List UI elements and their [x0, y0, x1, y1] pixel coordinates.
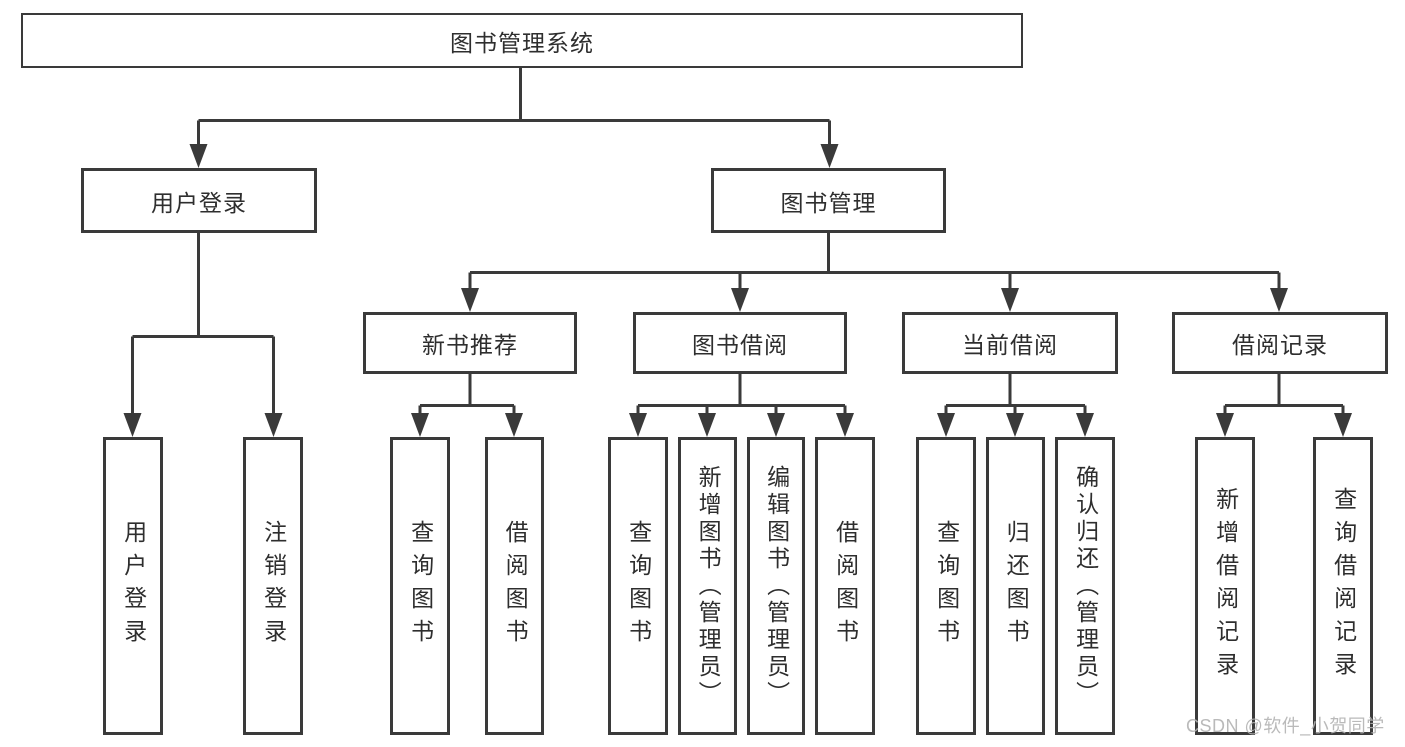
arrowhead-down-icon — [1216, 413, 1234, 437]
arrowhead-down-icon — [1076, 413, 1094, 437]
arrowhead-down-icon — [937, 413, 955, 437]
connector-borrow-records-to-leaves — [1223, 374, 1345, 413]
arrowhead-down-icon — [767, 413, 785, 437]
leaf-logout-label: 注销登录 — [260, 520, 287, 652]
arrowhead-down-icon — [820, 144, 839, 168]
node-root-label: 图书管理系统 — [450, 29, 594, 56]
leaf-return-books-label: 归还图书 — [1003, 520, 1030, 652]
node-user-login-label: 用户登录 — [151, 189, 247, 216]
leaf-edit-books-admin: 编辑图书（管理员） — [747, 437, 805, 735]
arrowhead-down-icon — [264, 413, 283, 437]
leaf-borrow-books-2: 借阅图书 — [815, 437, 875, 735]
arrowhead-down-icon — [123, 413, 142, 437]
connector-current-borrow-to-leaves — [944, 374, 1087, 413]
arrowhead-down-icon — [1270, 288, 1288, 312]
leaf-edit-books-admin-label: 编辑图书（管理员） — [763, 464, 790, 708]
csdn-watermark: CSDN @软件_小贺同学 — [1186, 716, 1385, 736]
leaf-query-books-2: 查询图书 — [608, 437, 668, 735]
arrowhead-down-icon — [461, 288, 479, 312]
connector-book-management-to-level2 — [468, 233, 1281, 288]
node-root-book-management-system: 图书管理系统 — [21, 13, 1023, 68]
node-book-management: 图书管理 — [711, 168, 946, 233]
arrowhead-down-icon — [1006, 413, 1024, 437]
leaf-add-books-admin-label: 新增图书（管理员） — [695, 464, 722, 708]
node-book-borrow-label: 图书借阅 — [692, 332, 788, 358]
arrowhead-down-icon — [698, 413, 716, 437]
arrowhead-down-icon — [411, 413, 429, 437]
node-book-management-label: 图书管理 — [780, 189, 877, 216]
connector-new-books-to-leaves — [418, 374, 516, 413]
leaf-borrow-books-2-label: 借阅图书 — [832, 520, 859, 652]
leaf-add-books-admin: 新增图书（管理员） — [678, 437, 737, 735]
leaf-return-books: 归还图书 — [986, 437, 1045, 735]
connector-user-login-to-leaves — [131, 233, 275, 413]
leaf-confirm-return-admin-label: 确认归还（管理员） — [1072, 464, 1099, 708]
leaf-add-borrow-record: 新增借阅记录 — [1195, 437, 1255, 735]
connector-book-borrow-to-leaves — [636, 374, 847, 413]
arrowhead-down-icon — [1001, 288, 1019, 312]
node-current-borrow: 当前借阅 — [902, 312, 1118, 374]
leaf-borrow-books-1-label: 借阅图书 — [502, 520, 529, 652]
node-borrow-records-label: 借阅记录 — [1232, 332, 1328, 358]
leaf-query-books-1-label: 查询图书 — [407, 520, 434, 652]
leaf-borrow-books-1: 借阅图书 — [485, 437, 544, 735]
leaf-add-borrow-record-label: 新增借阅记录 — [1212, 487, 1239, 685]
node-new-book-recommend: 新书推荐 — [363, 312, 577, 374]
arrowhead-down-icon — [505, 413, 523, 437]
arrowhead-down-icon — [189, 144, 208, 168]
node-book-borrow: 图书借阅 — [633, 312, 847, 374]
leaf-confirm-return-admin: 确认归还（管理员） — [1055, 437, 1115, 735]
leaf-logout: 注销登录 — [243, 437, 303, 735]
arrowhead-down-icon — [629, 413, 647, 437]
leaf-query-books-3: 查询图书 — [916, 437, 976, 735]
node-current-borrow-label: 当前借阅 — [962, 332, 1058, 358]
node-borrow-records: 借阅记录 — [1172, 312, 1388, 374]
leaf-user-login: 用户登录 — [103, 437, 163, 735]
node-new-book-recommend-label: 新书推荐 — [422, 332, 518, 358]
leaf-query-books-2-label: 查询图书 — [625, 520, 652, 652]
leaf-query-borrow-record-label: 查询借阅记录 — [1330, 487, 1357, 685]
arrowhead-down-icon — [1334, 413, 1352, 437]
arrowhead-down-icon — [836, 413, 854, 437]
leaf-query-books-3-label: 查询图书 — [933, 520, 960, 652]
leaf-user-login-label: 用户登录 — [120, 520, 147, 652]
leaf-query-borrow-record: 查询借阅记录 — [1313, 437, 1373, 735]
arrowhead-down-icon — [731, 288, 749, 312]
node-user-login: 用户登录 — [81, 168, 317, 233]
leaf-query-books-1: 查询图书 — [390, 437, 450, 735]
connector-root-to-level1 — [197, 68, 831, 144]
